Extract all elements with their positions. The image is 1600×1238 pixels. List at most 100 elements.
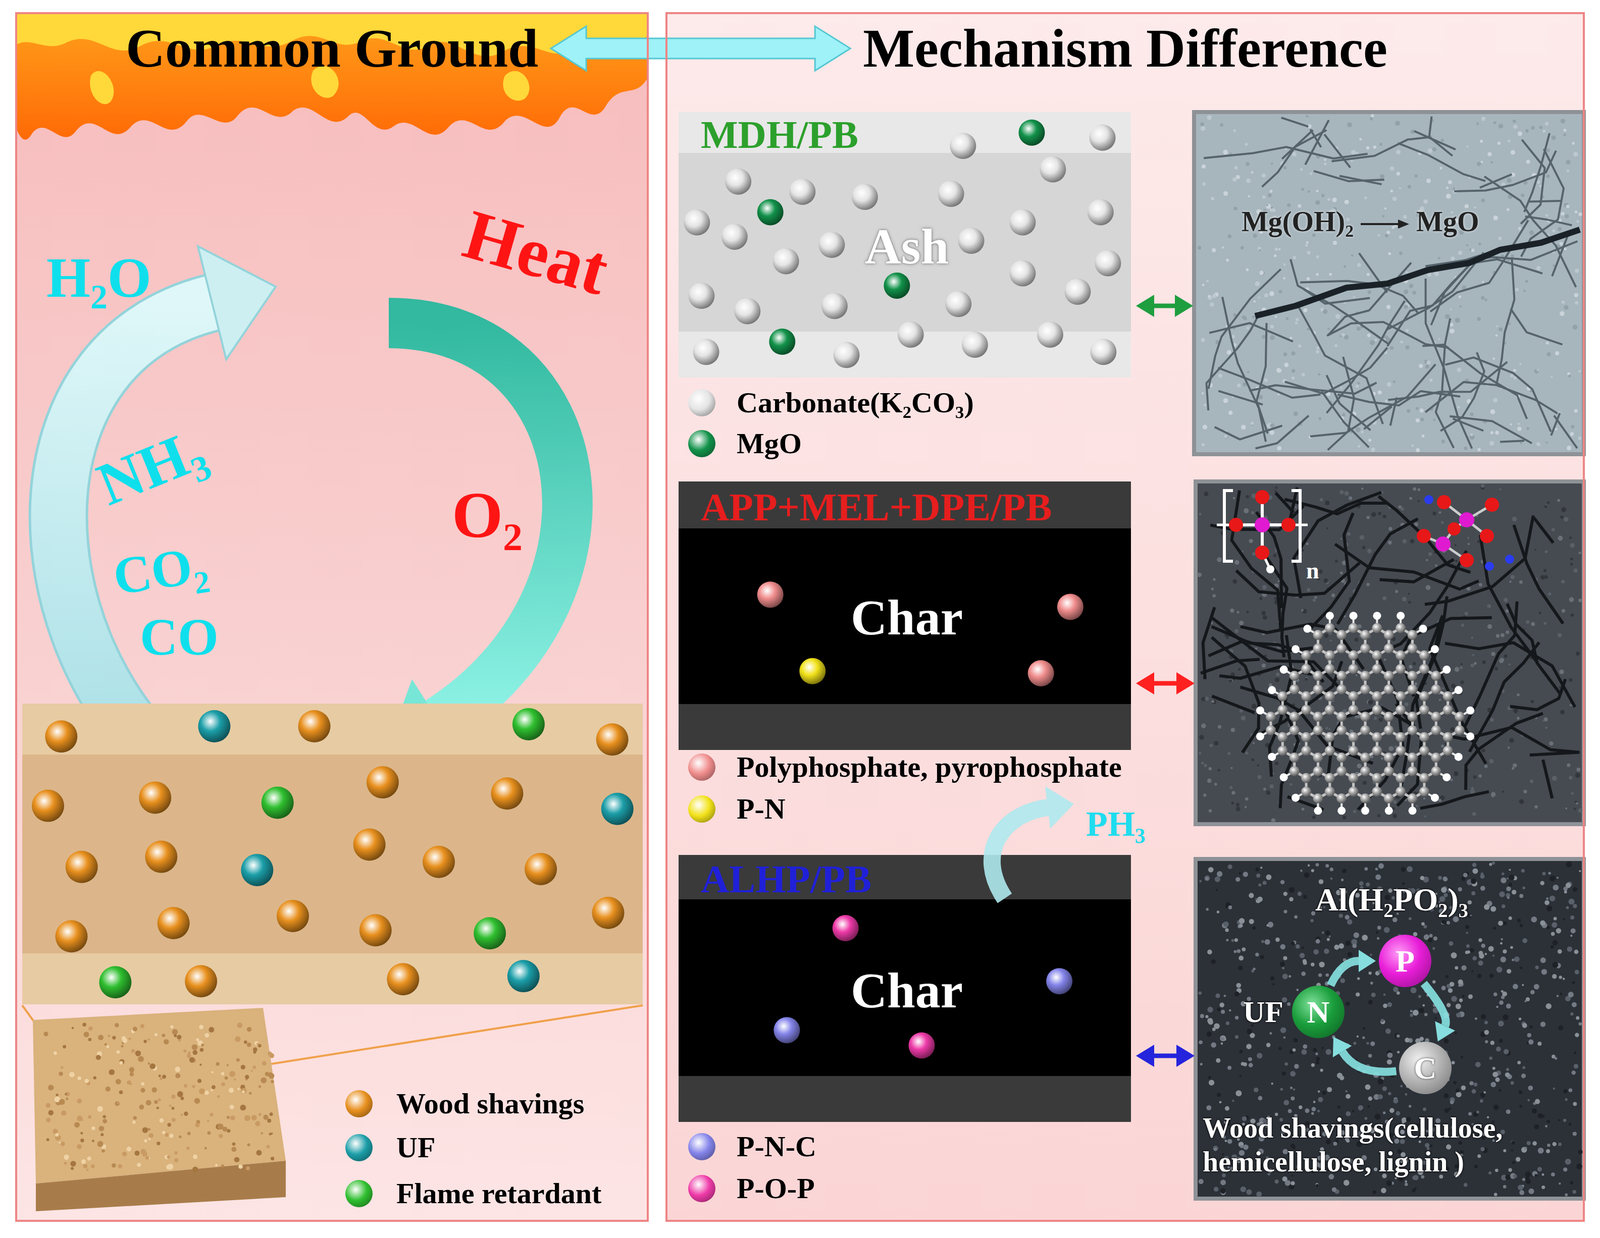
texture-dot — [1367, 333, 1371, 338]
texture-dot — [1503, 598, 1508, 603]
hydrogen-atom — [1466, 732, 1475, 741]
texture-dot — [1551, 922, 1558, 928]
texture-dot — [1480, 484, 1485, 488]
texture-dot — [1246, 178, 1251, 183]
texture-dot — [224, 1076, 229, 1081]
texture-dot — [183, 1112, 188, 1117]
texture-dot — [1544, 550, 1548, 554]
texture-dot — [1262, 195, 1266, 199]
texture-dot — [1427, 273, 1432, 278]
texture-dot — [267, 1119, 272, 1124]
texture-dot — [162, 1075, 167, 1080]
texture-dot — [53, 1051, 58, 1056]
texture-dot — [226, 1116, 230, 1120]
texture-dot — [1294, 1064, 1300, 1070]
texture-dot — [118, 1164, 123, 1169]
texture-dot — [1309, 172, 1313, 175]
texture-dot — [1497, 141, 1501, 145]
texture-dot — [70, 1167, 74, 1171]
texture-dot — [1440, 521, 1444, 525]
texture-dot — [1578, 436, 1582, 441]
oxygen-atom — [1447, 522, 1461, 536]
texture-dot — [1472, 654, 1475, 657]
carbon-atom — [1371, 623, 1382, 634]
texture-dot — [1455, 559, 1458, 563]
texture-dot — [1201, 338, 1206, 343]
crack — [1281, 117, 1309, 127]
texture-dot — [1492, 397, 1498, 403]
texture-dot — [1325, 973, 1329, 978]
texture-dot — [153, 1100, 158, 1105]
carbon-atom — [1348, 732, 1359, 743]
texture-dot — [1278, 369, 1282, 373]
texture-dot — [1269, 291, 1275, 297]
texture-dot — [1550, 376, 1553, 379]
texture-dot — [143, 1139, 147, 1143]
carbon-atom — [1312, 793, 1323, 804]
texture-dot — [1217, 769, 1221, 772]
texture-dot — [1214, 876, 1221, 883]
texture-dot — [1408, 665, 1413, 669]
texture-dot — [245, 1166, 250, 1171]
texture-dot — [1236, 383, 1242, 388]
texture-dot — [147, 1038, 150, 1042]
texture-dot — [91, 1126, 95, 1131]
board-texture — [43, 1022, 275, 1173]
texture-dot — [1264, 293, 1269, 298]
hydrogen-atom — [1256, 706, 1265, 715]
texture-dot — [45, 1118, 51, 1123]
carbon-atom — [1301, 732, 1312, 743]
texture-dot — [1461, 876, 1466, 882]
texture-dot — [1409, 497, 1413, 501]
carbon-atom — [1371, 773, 1382, 784]
texture-dot — [1561, 300, 1565, 304]
texture-dot — [1523, 289, 1526, 293]
texture-dot — [1487, 604, 1492, 609]
hydrogen-atom — [1372, 611, 1381, 621]
texture-dot — [1558, 536, 1564, 542]
texture-dot — [47, 1085, 55, 1092]
texture-dot — [1248, 893, 1254, 899]
flame — [15, 12, 649, 140]
texture-dot — [95, 1055, 101, 1061]
texture-dot — [1513, 708, 1518, 714]
texture-dot — [1251, 511, 1255, 515]
hydrogen-atom — [1408, 806, 1417, 815]
texture-dot — [86, 1169, 89, 1172]
texture-dot — [1574, 210, 1578, 214]
texture-dot — [1403, 215, 1408, 220]
texture-dot — [1544, 505, 1548, 509]
texture-dot — [1406, 271, 1409, 274]
texture-dot — [1534, 369, 1539, 374]
texture-dot — [133, 1116, 137, 1120]
texture-dot — [1492, 215, 1499, 221]
texture-dot — [1498, 1089, 1502, 1093]
texture-dot — [1304, 872, 1310, 879]
texture-dot — [1366, 1042, 1369, 1045]
crack — [1444, 642, 1576, 708]
texture-dot — [1458, 295, 1462, 298]
texture-dot — [192, 1167, 198, 1173]
texture-dot — [192, 1155, 198, 1160]
texture-dot — [1283, 166, 1287, 170]
texture-dot — [194, 1098, 200, 1105]
texture-dot — [207, 1120, 210, 1123]
texture-dot — [204, 1091, 210, 1096]
texture-dot — [1339, 490, 1344, 495]
texture-dot — [60, 1142, 66, 1147]
texture-dot — [93, 1076, 97, 1080]
texture-dot — [1347, 919, 1353, 925]
texture-dot — [1563, 247, 1567, 251]
texture-dot — [1315, 189, 1319, 193]
texture-dot — [1332, 660, 1335, 663]
texture-dot — [1343, 1180, 1350, 1187]
texture-dot — [1438, 799, 1442, 803]
texture-dot — [1361, 487, 1364, 491]
texture-dot — [1258, 883, 1262, 887]
texture-dot — [106, 1045, 110, 1049]
texture-dot — [1223, 191, 1228, 196]
crack — [1525, 216, 1572, 226]
texture-dot — [229, 1071, 236, 1078]
texture-dot — [1574, 970, 1580, 975]
texture-dot — [1323, 162, 1327, 166]
